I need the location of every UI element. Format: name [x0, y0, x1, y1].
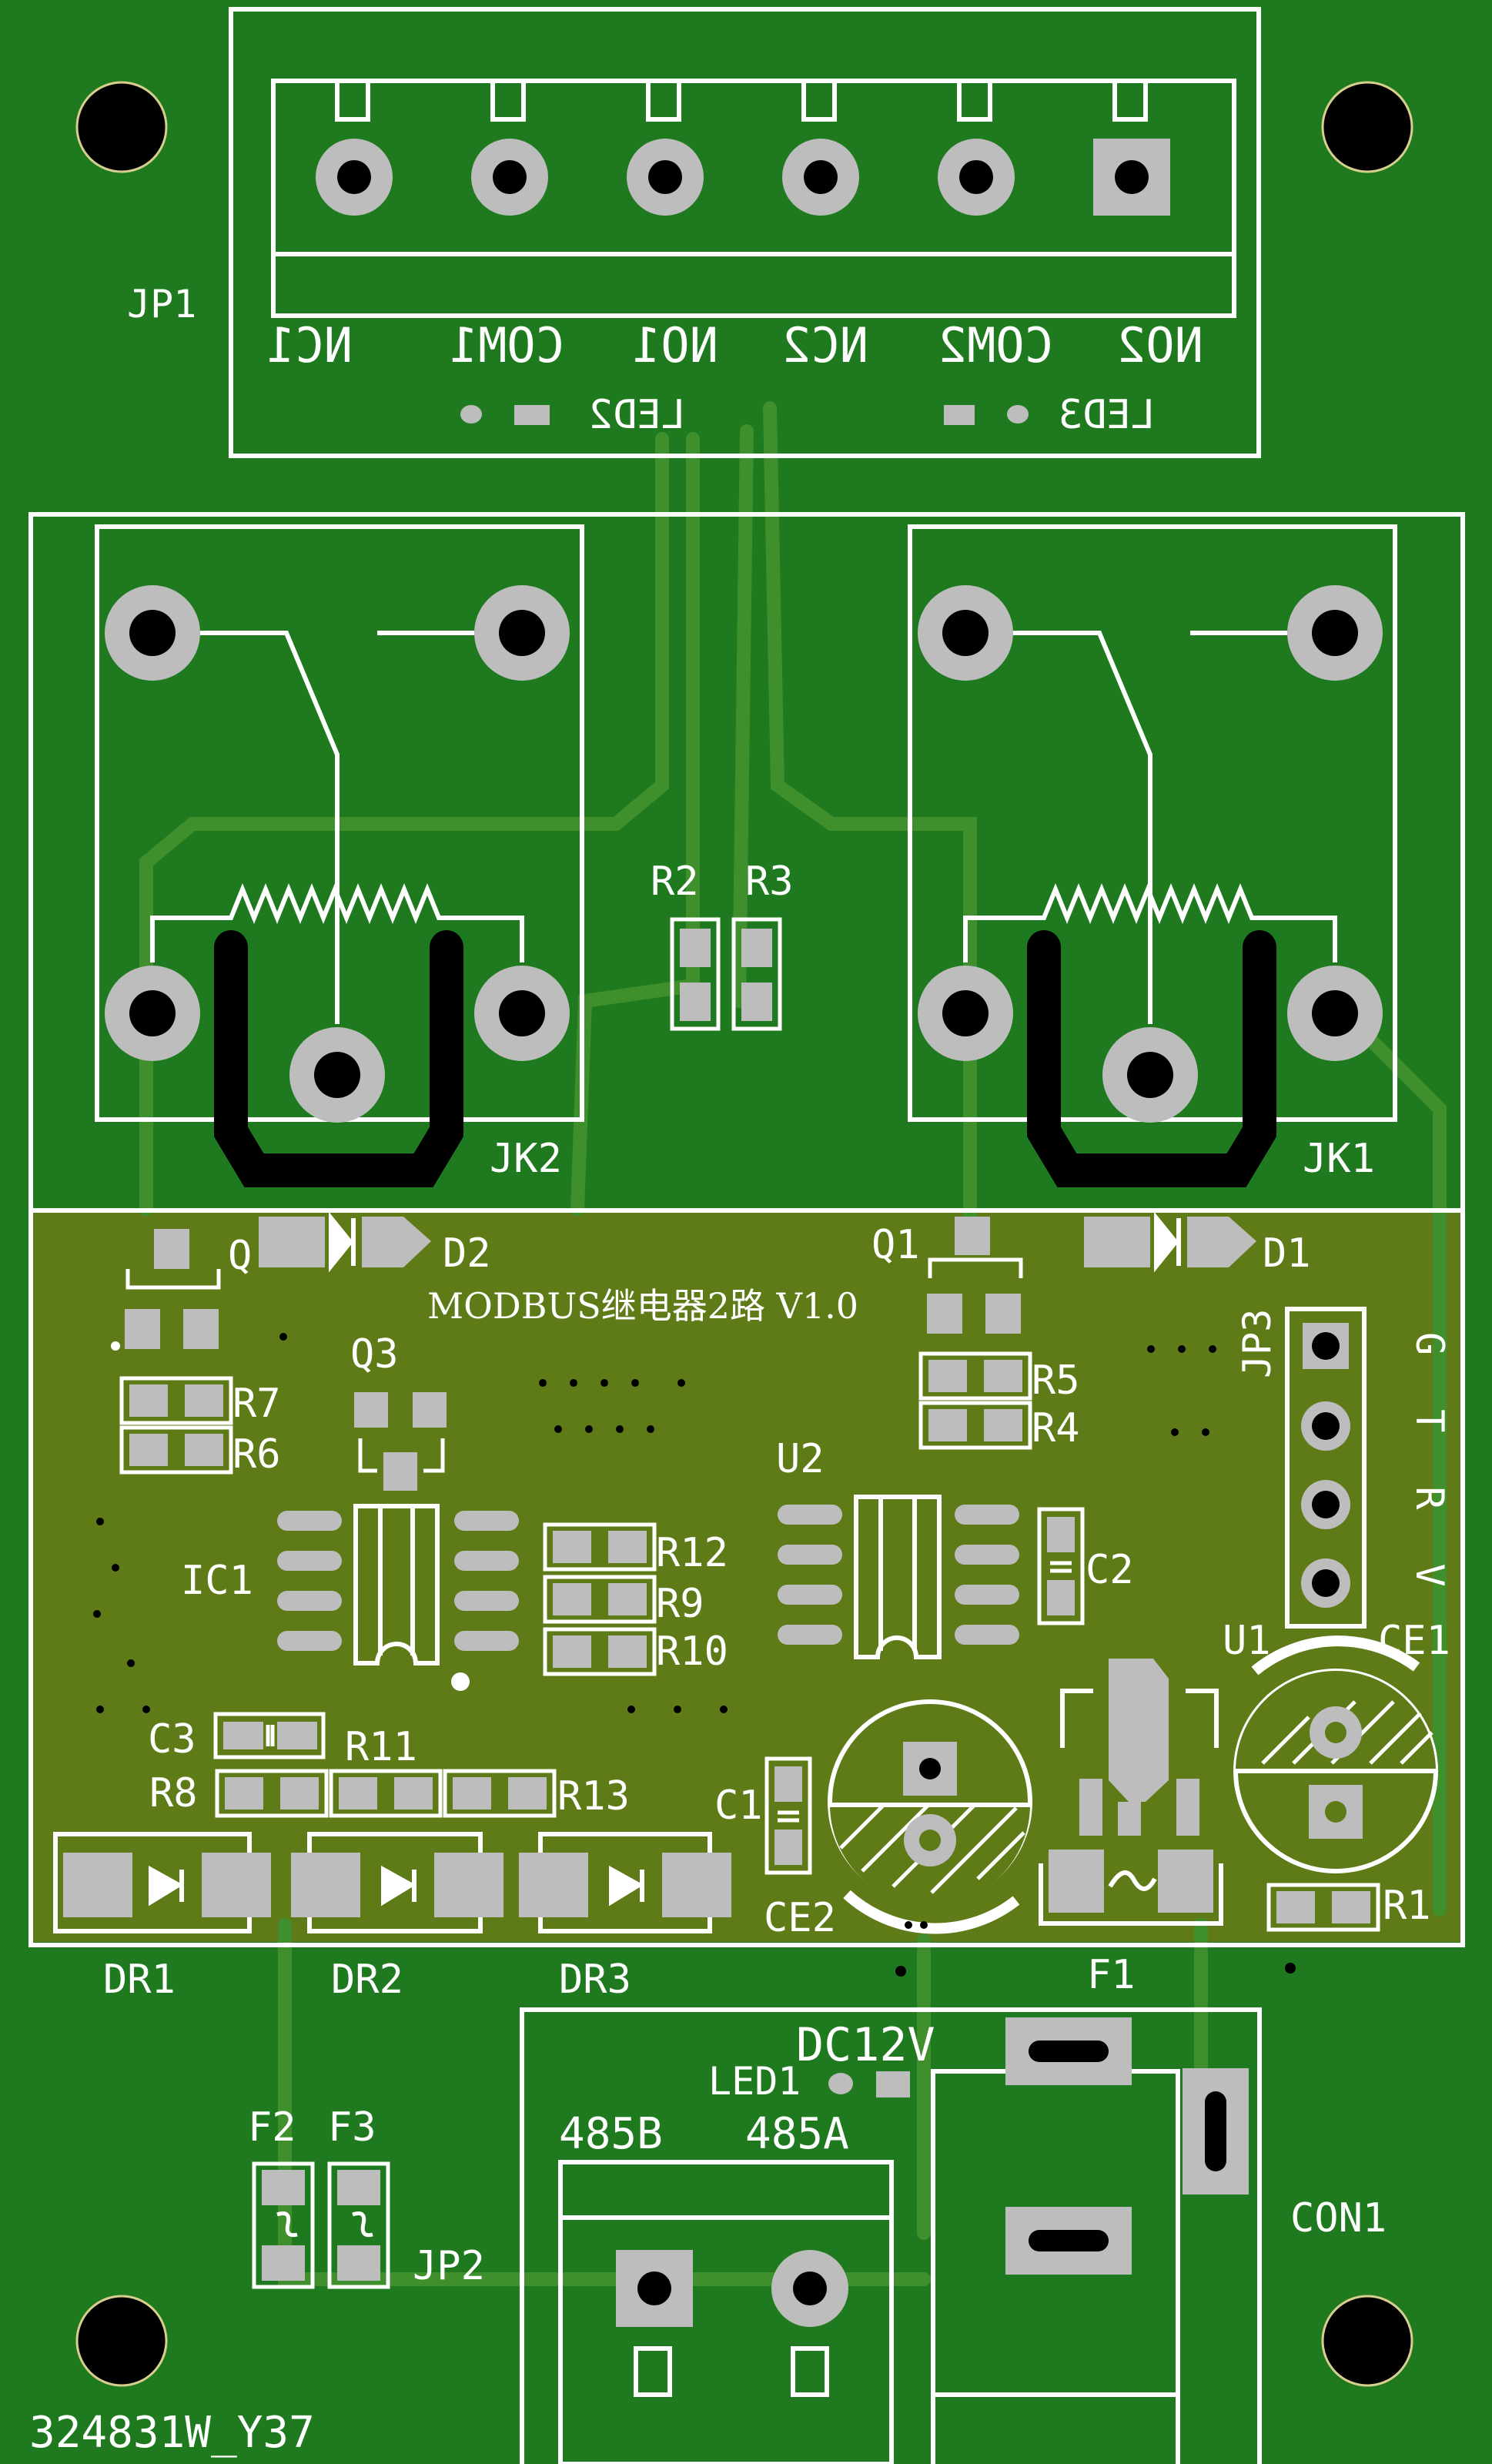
capacitor-ce1: CE1 — [1233, 1618, 1450, 1873]
mounting-holes — [75, 81, 1413, 2387]
capacitor-c2: C2 — [1037, 1507, 1134, 1625]
mount-hole-tr — [1321, 81, 1413, 173]
u1-label: U1 — [1223, 1618, 1271, 1664]
fuse-f1: F1 — [1039, 1850, 1223, 1998]
vias — [93, 1333, 1296, 1977]
u2-label: U2 — [776, 1436, 825, 1482]
ce2-label: CE2 — [764, 1895, 836, 1941]
terminal-label: COM1 — [450, 317, 564, 373]
terminal-label: NC1 — [266, 317, 353, 373]
diode-d2: D2 — [259, 1211, 491, 1277]
jp3-pin-labels: G T R V — [1407, 1332, 1452, 1602]
q2-label: Q — [228, 1233, 252, 1279]
resistor-r7-r6: R7 R6 — [119, 1376, 281, 1478]
copper-pour — [29, 1210, 1461, 1942]
terminal-485: 485B 485A — [558, 2109, 894, 2464]
f1-label: F1 — [1087, 1952, 1136, 1998]
led3: LED3 — [944, 392, 1155, 438]
board-id: 324831W_Y37 — [29, 2408, 315, 2458]
r11-label: R11 — [345, 1724, 417, 1770]
d1-label: D1 — [1263, 1230, 1311, 1277]
terminal-label: COM2 — [938, 317, 1053, 373]
f2-label: F2 — [248, 2104, 296, 2151]
capacitor-c1: C1 — [714, 1756, 812, 1875]
jk1-label: JK1 — [1303, 1136, 1375, 1182]
resistor-r1: R1 — [1266, 1883, 1431, 1932]
led1: LED1 — [708, 2059, 910, 2104]
485b-label: 485B — [559, 2109, 663, 2159]
r8-label: R8 — [149, 1770, 198, 1816]
q3-label: Q3 — [350, 1331, 399, 1378]
led2: LED2 — [460, 392, 685, 438]
terminal-label: NC2 — [782, 317, 868, 373]
r2-label: R2 — [651, 859, 699, 905]
r4-label: R4 — [1032, 1405, 1080, 1451]
f3-label: F3 — [328, 2104, 376, 2151]
fuse-f3: F3 — [327, 2104, 390, 2289]
r7-label: R7 — [232, 1381, 281, 1427]
c1-label: C1 — [714, 1783, 763, 1829]
q1-label: Q1 — [871, 1222, 920, 1268]
dr2-label: DR2 — [331, 1957, 403, 2003]
dr3-label: DR3 — [559, 1957, 631, 2003]
transistor-q3: Q3 — [350, 1331, 447, 1491]
terminal-label: NO1 — [632, 317, 718, 373]
r6-label: R6 — [232, 1431, 281, 1478]
led3-label: LED3 — [1059, 392, 1155, 438]
mount-hole-br — [1321, 2295, 1413, 2387]
diode-dr2: DR2 — [291, 1832, 503, 2003]
ic1: IC1 — [181, 1504, 519, 1691]
mount-hole-tl — [75, 81, 168, 173]
transistor-q1: Q1 — [871, 1217, 1023, 1334]
terminal-label: NO2 — [1117, 317, 1203, 373]
ic1-label: IC1 — [181, 1558, 253, 1604]
relay-section — [28, 512, 1465, 1947]
dr1-label: DR1 — [103, 1957, 176, 2003]
jp2-label: JP2 — [413, 2243, 485, 2289]
resistor-r8-r11-r13: R11 R8 R13 — [149, 1724, 630, 1820]
diode-d1: D1 — [1084, 1211, 1311, 1277]
jp1-pads — [316, 139, 1170, 216]
led2-label: LED2 — [589, 392, 685, 438]
diode-dr1: DR1 — [53, 1832, 271, 2003]
header-jp3: JP3 G T R V — [1235, 1307, 1452, 1629]
mount-hole-bl — [75, 2295, 168, 2387]
r13-label: R13 — [557, 1773, 630, 1820]
r9-label: R9 — [656, 1581, 704, 1627]
dc-jack-con1: CON1 — [931, 2017, 1387, 2464]
capacitor-ce2: CE2 — [764, 1699, 1032, 1941]
fuse-f2: F2 — [248, 2104, 315, 2289]
resistor-r12-r9-r10: R12 R9 R10 — [543, 1522, 728, 1676]
diode-dr3: DR3 — [519, 1832, 731, 2003]
transistor-q2: Q — [111, 1229, 252, 1351]
c3-label: C3 — [148, 1716, 196, 1763]
jp1-label: JP1 — [127, 282, 196, 326]
relay-jk1: JK1 — [908, 524, 1397, 1187]
485a-label: 485A — [745, 2109, 849, 2159]
con1-label: CON1 — [1290, 2195, 1387, 2241]
c2-label: C2 — [1086, 1547, 1134, 1593]
led1-label: LED1 — [708, 2059, 801, 2104]
terminal-labels: NC1 COM1 NO1 NC2 COM2 NO2 — [266, 317, 1203, 373]
resistor-r5-r4: R5 R4 — [918, 1351, 1080, 1451]
dc12v-label: DC12V — [796, 2018, 935, 2072]
u2: U2 — [776, 1436, 1019, 1659]
resistor-r2-r3: R2 R3 — [651, 859, 794, 1031]
jp3-label: JP3 — [1235, 1309, 1280, 1378]
jk2-label: JK2 — [490, 1136, 562, 1182]
d2-label: D2 — [443, 1230, 491, 1277]
power-section — [520, 2007, 1262, 2464]
capacitor-c3: C3 — [148, 1712, 326, 1763]
board-title: MODBUS继电器2路 V1.0 — [427, 1285, 858, 1327]
r12-label: R12 — [656, 1530, 728, 1576]
regulator-u1: U1 — [1060, 1618, 1271, 1836]
relay-jk2: JK2 — [95, 524, 584, 1187]
r5-label: R5 — [1032, 1358, 1080, 1404]
r1-label: R1 — [1383, 1883, 1431, 1929]
r10-label: R10 — [656, 1629, 728, 1675]
jp1-terminal-block — [229, 7, 1261, 458]
r3-label: R3 — [745, 859, 794, 905]
